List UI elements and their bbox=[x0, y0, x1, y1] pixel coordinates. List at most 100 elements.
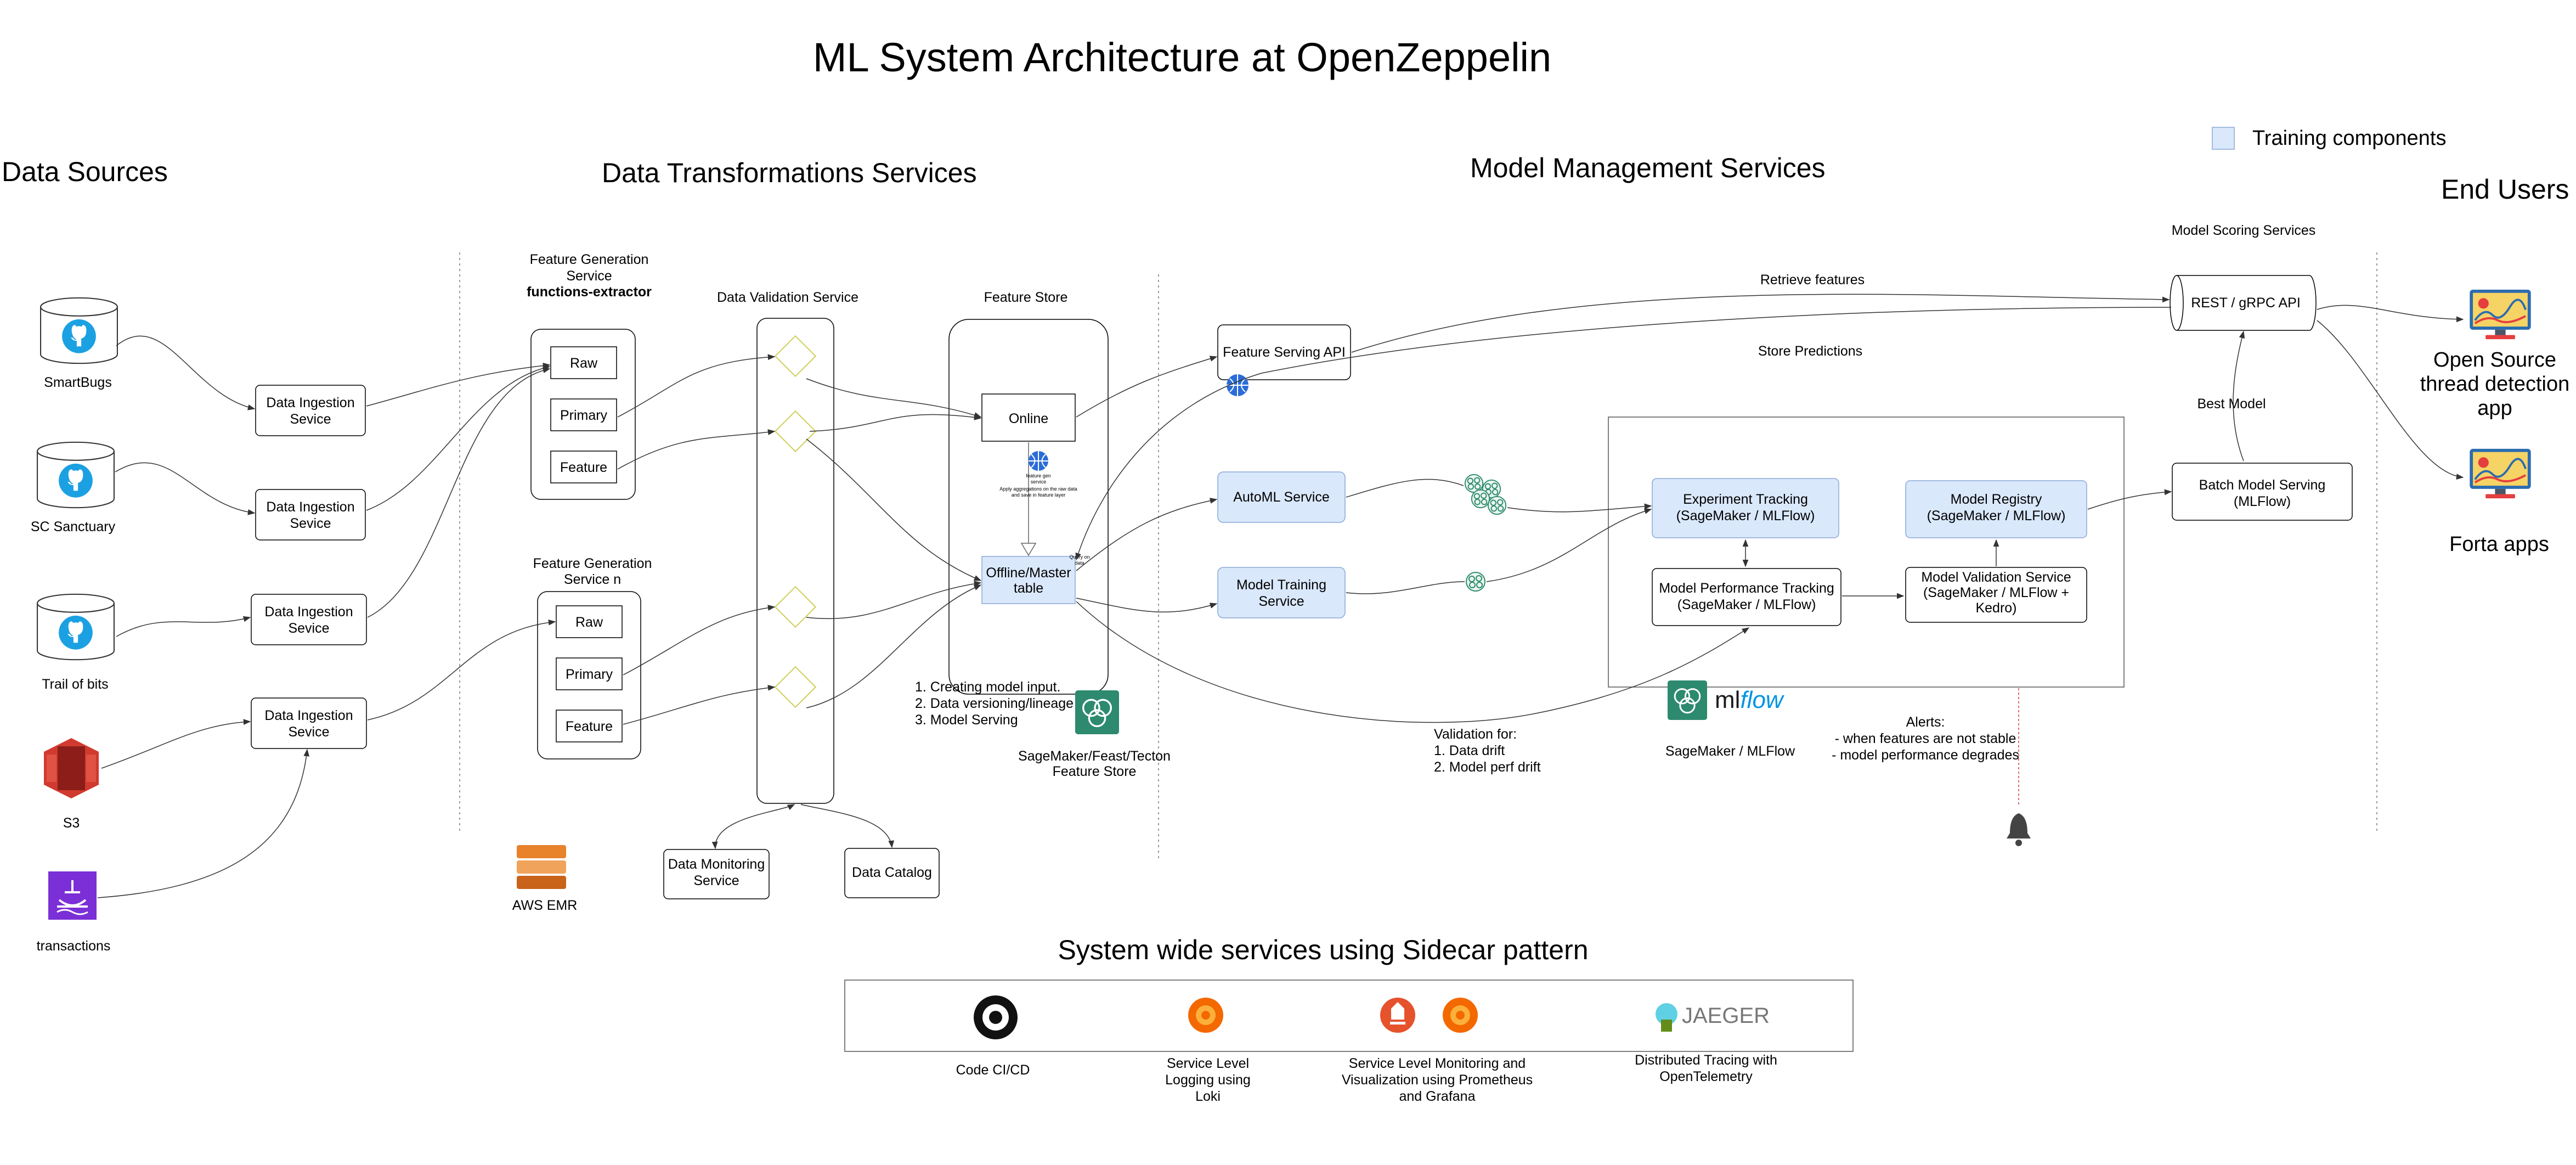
source-s3: S3 bbox=[44, 738, 99, 831]
legend-swatch bbox=[2212, 127, 2235, 150]
box-label: Data Ingestion bbox=[266, 499, 354, 515]
neural-network-icon bbox=[1466, 572, 1485, 592]
stage-feature bbox=[550, 451, 617, 483]
feature-store-note: Apply aggregations on the raw data bbox=[999, 486, 1077, 492]
offline-master-table bbox=[981, 556, 1076, 604]
prometheus-icon bbox=[1380, 998, 1415, 1033]
edge bbox=[1351, 294, 2170, 353]
box-label: Experiment Tracking bbox=[1683, 492, 1808, 507]
query-note: data bbox=[1075, 560, 1084, 566]
edge bbox=[115, 462, 256, 515]
box-label: Model Validation Service bbox=[1921, 570, 2071, 585]
stage-raw bbox=[550, 346, 617, 379]
sidecar-logging: Service Level Logging using Loki bbox=[1165, 998, 1251, 1104]
feature-store-title: Feature Store bbox=[984, 290, 1068, 305]
box-label: Data Ingestion bbox=[264, 604, 353, 620]
stage-label: Primary bbox=[566, 667, 613, 682]
alerts-note: - model performance degrades bbox=[1832, 747, 2019, 763]
edge bbox=[806, 581, 982, 620]
mlflow-platform-container bbox=[1608, 417, 2125, 688]
feature-store-vendor: SageMaker/Feast/Tecton bbox=[1018, 748, 1171, 764]
globe-icon bbox=[1029, 451, 1048, 471]
source-transactions: transactions bbox=[37, 871, 111, 954]
data-validation-service bbox=[756, 318, 834, 804]
monitor-icon bbox=[2468, 289, 2532, 341]
sidecar-label: Loki bbox=[1195, 1089, 1221, 1104]
box-label: Model Training bbox=[1236, 577, 1326, 593]
edge bbox=[97, 748, 310, 898]
source-label: Trail of bits bbox=[42, 677, 108, 692]
edge bbox=[1076, 601, 1750, 723]
feature-store-note: and save in feature layer bbox=[1012, 492, 1066, 498]
feature-store-purpose: 1. Creating model input. bbox=[915, 679, 1060, 695]
neural-network-icon bbox=[1464, 474, 1507, 515]
box-label: Sevice bbox=[288, 724, 329, 740]
data-ingestion-1: Data Ingestion Sevice bbox=[255, 385, 366, 436]
box-label: (MLFlow) bbox=[2234, 494, 2291, 509]
sidecar-label: OpenTelemetry bbox=[1659, 1069, 1753, 1084]
model-training-service: Model Training Service bbox=[1217, 567, 1346, 618]
edge bbox=[1486, 508, 1652, 582]
box-label: Service bbox=[693, 873, 739, 888]
feature-gen-subtitle: functions-extractor bbox=[527, 284, 652, 300]
stage-raw bbox=[556, 605, 623, 638]
sidecar-label: Service Level Monitoring and bbox=[1349, 1056, 1526, 1071]
feature-store-vendor: Feature Store bbox=[1053, 764, 1137, 779]
edge bbox=[806, 438, 982, 581]
box-label: REST / gRPC API bbox=[2191, 295, 2301, 311]
monitor-icon bbox=[2468, 448, 2532, 500]
feature-store-purpose: 2. Data versioning/lineage bbox=[915, 696, 1074, 711]
validation-note: Validation for: bbox=[1434, 727, 1517, 742]
feature-serving-api: Feature Serving API bbox=[1217, 324, 1351, 396]
edge bbox=[1076, 356, 1218, 418]
box-label: Sevice bbox=[290, 412, 331, 427]
edge bbox=[1075, 307, 2172, 561]
edge bbox=[101, 719, 251, 769]
github-database-icon bbox=[37, 441, 115, 509]
edge bbox=[366, 365, 551, 511]
box-label: Kedro) bbox=[1975, 600, 2016, 616]
edge bbox=[800, 804, 895, 848]
stage-feature bbox=[556, 710, 623, 742]
source-label: transactions bbox=[37, 938, 111, 954]
stage-primary bbox=[556, 657, 623, 690]
grafana-loki-icon bbox=[1188, 998, 1223, 1033]
feature-store-purpose: 3. Model Serving bbox=[915, 712, 1018, 728]
edge bbox=[1020, 543, 1037, 556]
experiment-tracking: Experiment Tracking (SageMaker / MLFlow) bbox=[1652, 478, 1839, 538]
box-label: Data Catalog bbox=[852, 865, 932, 880]
edge bbox=[809, 414, 982, 432]
box-label: table bbox=[1014, 581, 1043, 596]
edge bbox=[367, 619, 556, 721]
section-title-data-transformations: Data Transformations Services bbox=[602, 157, 977, 188]
box-label: Sevice bbox=[288, 621, 329, 636]
data-monitoring-service: Data Monitoring Service bbox=[663, 849, 770, 899]
box-label: AutoML Service bbox=[1233, 489, 1330, 505]
feature-gen-title: Service bbox=[566, 268, 612, 284]
data-ingestion-2: Data Ingestion Sevice bbox=[255, 489, 366, 541]
section-title-data-sources: Data Sources bbox=[2, 156, 168, 187]
sidecar-label: Service Level bbox=[1167, 1056, 1249, 1071]
box-label: (SageMaker / MLFlow + bbox=[1923, 585, 2069, 600]
box-label: Online bbox=[1009, 411, 1048, 426]
validation-check-diamond bbox=[774, 335, 817, 378]
edge bbox=[617, 354, 776, 418]
edge bbox=[623, 685, 776, 725]
sidecar-tracing: JAEGER Distributed Tracing with OpenTele… bbox=[1635, 1003, 1777, 1084]
edge bbox=[623, 605, 776, 676]
end-user-app2: Forta apps bbox=[2449, 533, 2549, 556]
box-label: Data Ingestion bbox=[266, 395, 354, 410]
edge bbox=[617, 429, 776, 470]
box-label: Service bbox=[1258, 594, 1304, 609]
box-label: (SageMaker / MLFlow) bbox=[1676, 508, 1815, 524]
feature-gen-n-title: Service n bbox=[564, 572, 621, 587]
validation-check-diamond bbox=[774, 666, 817, 708]
edge bbox=[711, 804, 795, 849]
transactions-icon bbox=[48, 871, 97, 920]
sidecar-title: System wide services using Sidecar patte… bbox=[1058, 935, 1588, 965]
github-database-icon bbox=[40, 297, 118, 364]
sagemaker-icon bbox=[1075, 690, 1119, 734]
feature-store: Online Offline/Master table feature gen … bbox=[948, 319, 1109, 695]
scoring-title: Model Scoring Services bbox=[2172, 223, 2316, 238]
feature-gen-n-title: Feature Generation bbox=[533, 556, 652, 571]
